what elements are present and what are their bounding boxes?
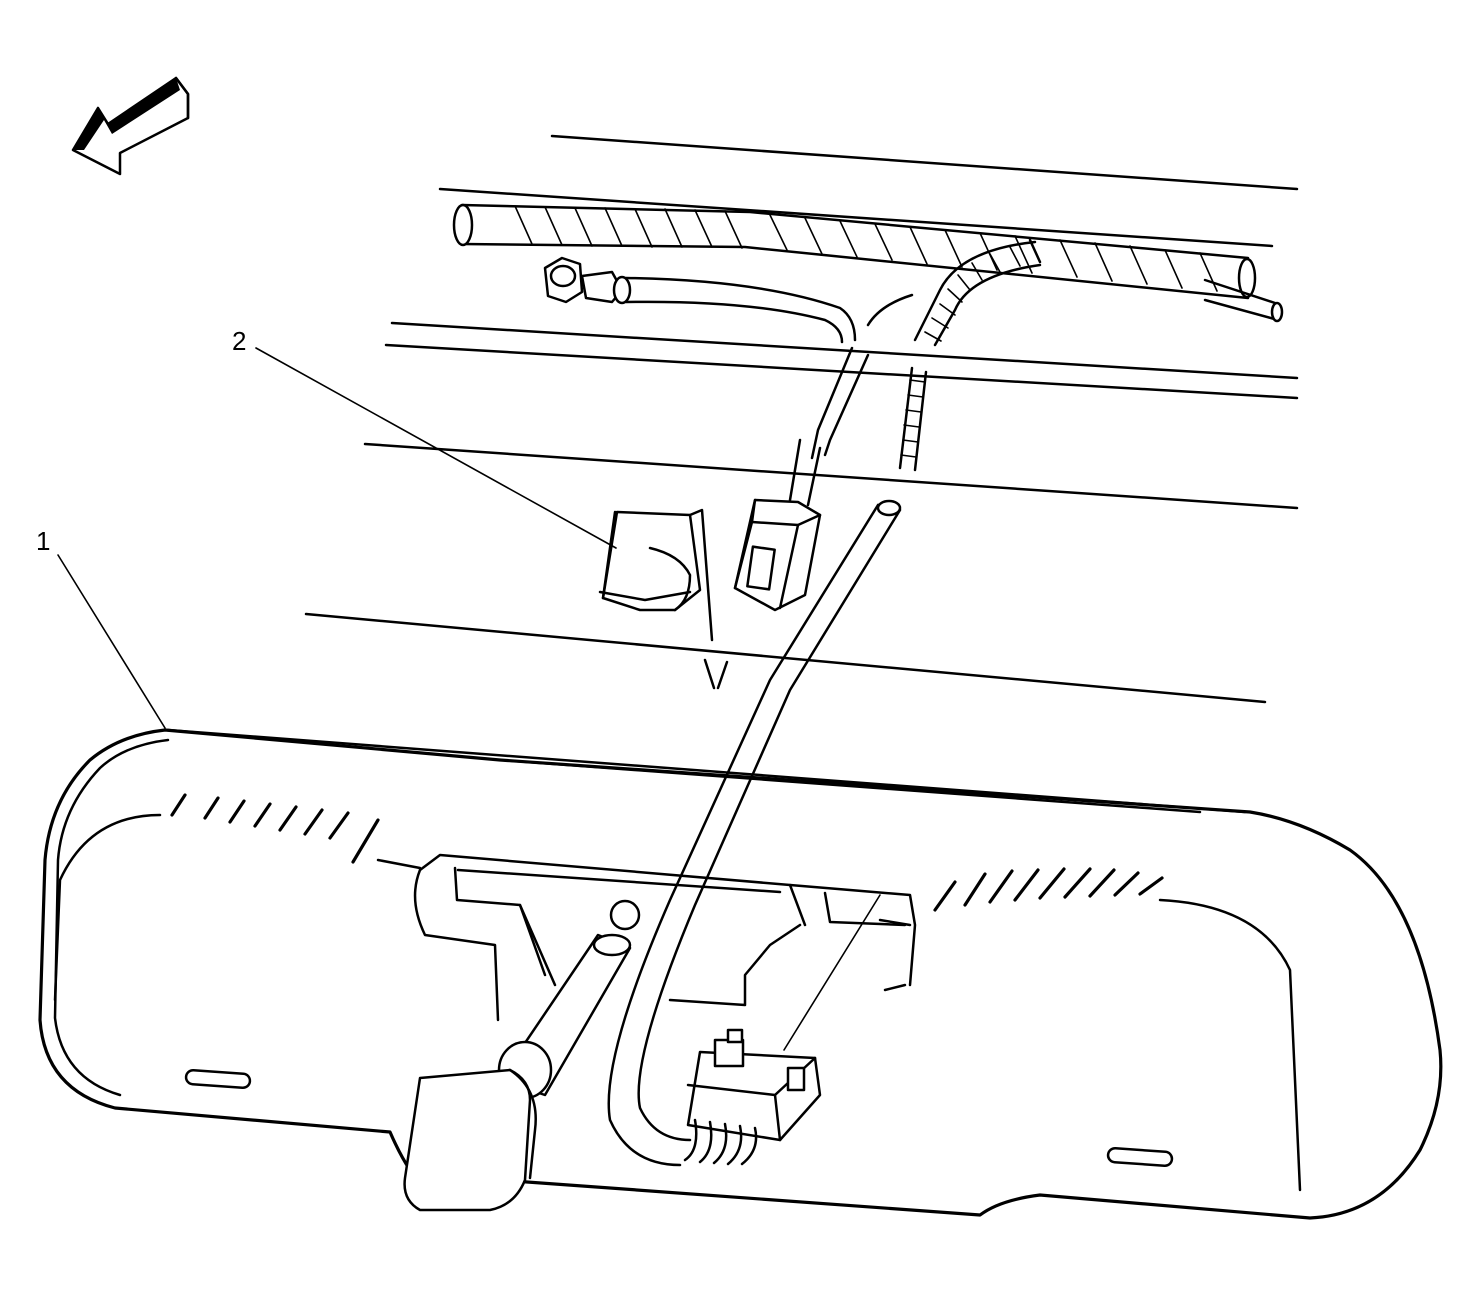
mirror-connector bbox=[683, 1028, 822, 1166]
rearview-mirror bbox=[38, 728, 1443, 1220]
callout-label-1: 1 bbox=[36, 526, 50, 556]
mirror-lead-wire bbox=[607, 499, 902, 1167]
harness-connector bbox=[733, 438, 822, 612]
mounting-bracket bbox=[413, 853, 917, 1022]
callout-label-2: 2 bbox=[232, 326, 246, 356]
roof-wiring-harness bbox=[452, 203, 1284, 323]
callout-leaders bbox=[57, 347, 881, 1051]
mirror-stem bbox=[403, 933, 632, 1212]
retaining-clip bbox=[598, 508, 729, 690]
harness-drop-wires bbox=[810, 238, 1042, 472]
ground-bolt bbox=[543, 256, 857, 344]
forward-arrow-icon bbox=[71, 76, 190, 176]
